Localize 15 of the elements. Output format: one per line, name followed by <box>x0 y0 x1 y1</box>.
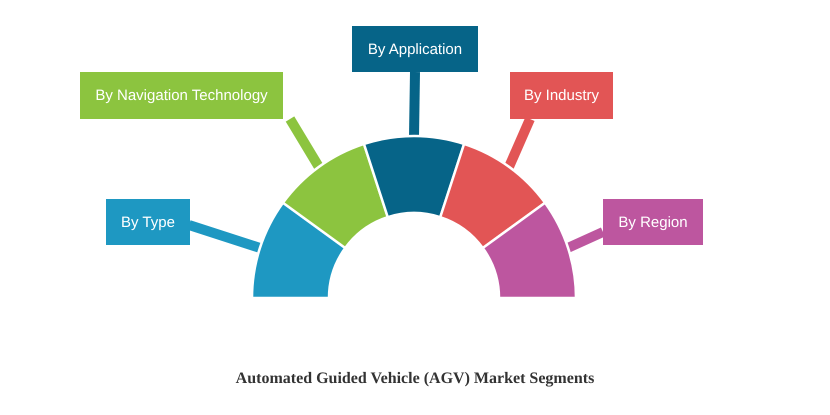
segment-label-box: By Region <box>603 199 703 245</box>
segment-wedge <box>362 135 466 218</box>
segment-wedge <box>439 142 546 250</box>
connector-bar <box>504 116 535 170</box>
segment-label-box: By Industry <box>510 72 613 119</box>
connector-bar <box>565 227 606 253</box>
segment-label-box: By Type <box>106 199 190 245</box>
connector-bar <box>286 116 324 170</box>
diagram-title: Automated Guided Vehicle (AGV) Market Segments <box>236 370 594 388</box>
connector-bar <box>409 72 420 138</box>
segment-label-box: By Application <box>352 26 478 72</box>
segment-wedge <box>482 202 578 300</box>
segment-wedge <box>282 142 389 250</box>
segment-wedge <box>250 202 346 300</box>
segment-label-box: By Navigation Technology <box>80 72 283 119</box>
